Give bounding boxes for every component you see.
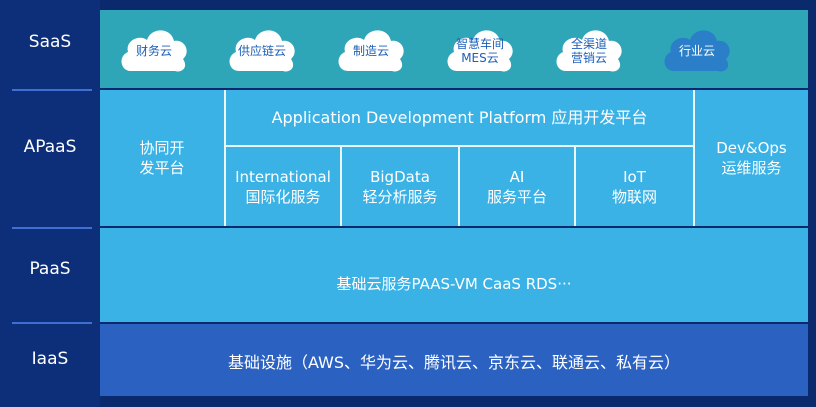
layer-label-column	[0, 0, 100, 407]
iaas-text: 基础设施（AWS、华为云、腾讯云、京东云、联通云、私有云）	[227, 353, 681, 372]
cloud-supply-chain: 供应链云	[225, 19, 299, 77]
cloud-manufacturing: 制造云	[334, 19, 408, 77]
cloud-icon	[121, 30, 187, 72]
module-international: International 国际化服务	[235, 167, 331, 206]
layer-label-saas: SaaS	[28, 32, 72, 52]
cloud-label: 供应链云	[237, 44, 286, 58]
cloud-icon	[338, 30, 404, 72]
layer-label-iaas: IaaS	[31, 349, 69, 369]
cloud-label: 行业云	[678, 44, 715, 58]
cloud-icon	[556, 30, 622, 72]
cloud-icon	[664, 30, 730, 72]
cloud-label: 财务云	[135, 44, 172, 58]
cloud-label: 制造云	[352, 44, 389, 58]
cloud-industry: 行业云	[660, 19, 734, 77]
cloud-mes: 智慧车间 MES云	[443, 19, 517, 77]
cloud-icon	[447, 30, 513, 72]
cloud-label: 智慧车间 MES云	[455, 37, 504, 65]
paas-text: 基础云服务PAAS-VM CaaS RDS···	[336, 275, 572, 293]
divider	[340, 145, 342, 226]
module-ai: AI 服务平台	[486, 167, 547, 206]
divider	[12, 227, 92, 229]
cloud-label: 全渠道 营销云	[570, 37, 607, 65]
paas-layer	[100, 228, 808, 322]
divider	[224, 90, 226, 226]
divider	[693, 90, 695, 226]
layer-label-paas: PaaS	[29, 259, 71, 279]
iaas-layer	[100, 324, 808, 396]
cloud-marketing: 全渠道 营销云	[552, 19, 626, 77]
divider	[458, 145, 460, 226]
module-bigdata: BigData 轻分析服务	[362, 167, 438, 206]
module-iot: IoT 物联网	[611, 167, 657, 206]
cloud-icon	[229, 30, 295, 72]
layer-label-apaas: APaaS	[23, 137, 77, 157]
cloud-finance: 财务云	[117, 19, 191, 77]
devops-services: Dev&Ops 运维服务	[716, 139, 787, 177]
collab-dev-platform: 协同开 发平台	[139, 139, 185, 177]
apaas-layer	[100, 90, 808, 226]
platform-title: Application Development Platform 应用开发平台	[271, 107, 648, 127]
divider	[12, 322, 92, 324]
divider	[12, 89, 92, 91]
divider	[574, 145, 576, 226]
